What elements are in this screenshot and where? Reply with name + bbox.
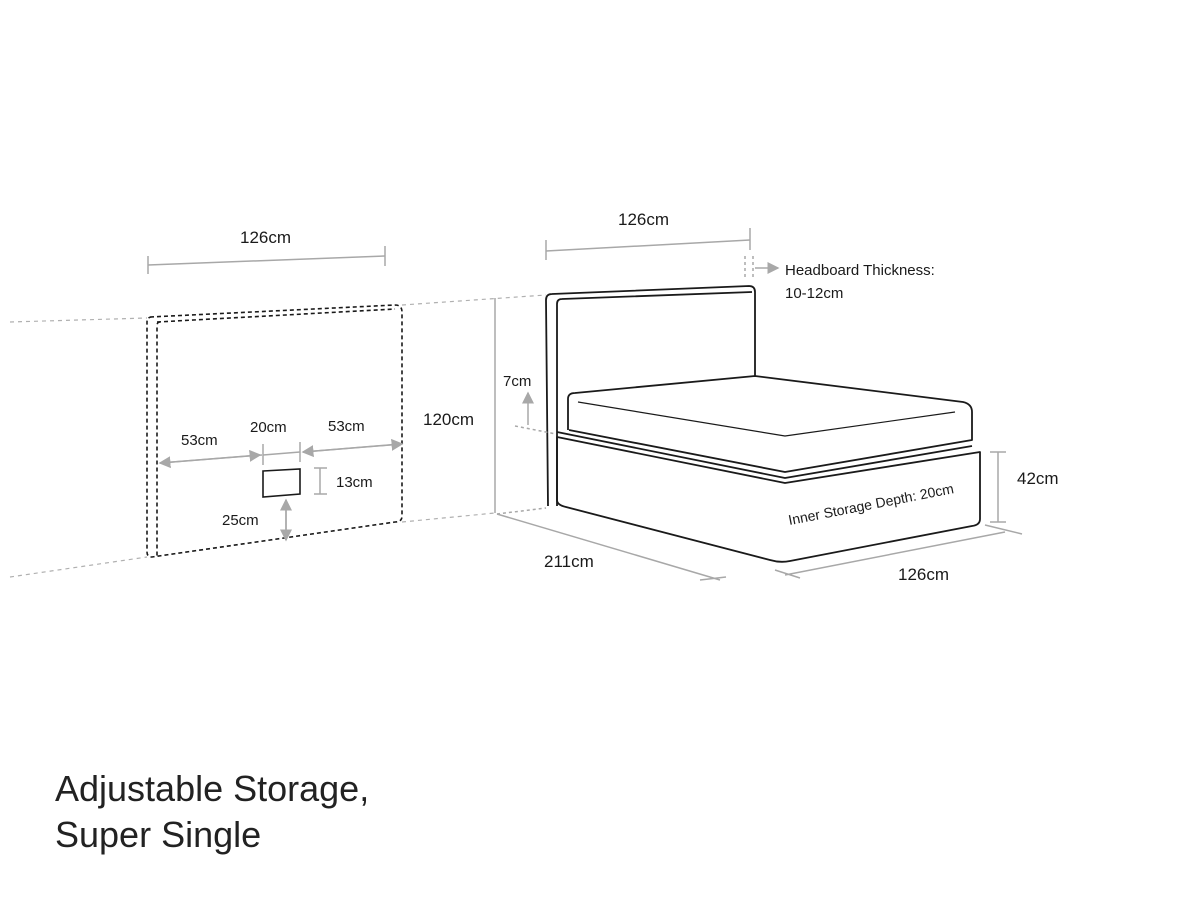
socket-height-label: 13cm [336, 474, 373, 491]
socket-box [262, 468, 301, 498]
headboard [545, 285, 756, 507]
headboard-thickness-value: 10-12cm [785, 285, 844, 302]
headboard-thickness-label: Headboard Thickness: [785, 262, 935, 279]
wall-perspective-lines [9, 294, 547, 578]
product-title-line2: Super Single [55, 814, 262, 855]
right-offset-label: 53cm [328, 418, 365, 435]
headboard-gap-label: 7cm [503, 373, 532, 390]
wall-headboard-outline [146, 304, 403, 558]
wall-dimension-lines [147, 246, 496, 542]
wall-height-label: 120cm [423, 410, 475, 429]
bed-dimension-lines [496, 228, 1023, 581]
socket-bottom-label: 25cm [222, 512, 259, 529]
socket-width-label: 20cm [250, 419, 287, 436]
wall-width-label: 126cm [240, 228, 292, 247]
base-height-label: 42cm [1017, 469, 1059, 488]
headboard-width-label: 126cm [618, 210, 670, 229]
bed-drawing [545, 285, 981, 563]
bed-width-label: 126cm [898, 565, 950, 584]
mattress [567, 375, 973, 473]
storage-base [556, 436, 981, 563]
bed-length-label: 211cm [544, 552, 594, 571]
product-title-line1: Adjustable Storage, [55, 768, 370, 809]
left-offset-label: 53cm [181, 432, 218, 449]
